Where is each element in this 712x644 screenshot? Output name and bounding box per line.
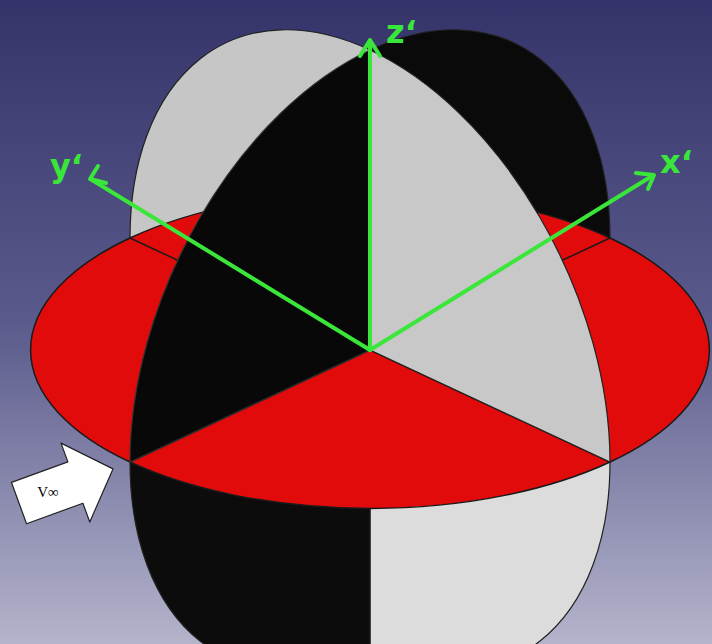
axis-label: y‘	[50, 150, 83, 182]
axis-label: z‘	[386, 16, 417, 48]
flow-arrow-callout: V∞	[8, 428, 126, 543]
arrow-outline	[8, 428, 126, 543]
axis-label: x‘	[660, 146, 693, 178]
coordinate-axes	[90, 40, 654, 350]
disc-quadrant	[370, 50, 610, 462]
callout-text: V∞	[37, 485, 59, 500]
disc-quadrant	[130, 50, 370, 462]
